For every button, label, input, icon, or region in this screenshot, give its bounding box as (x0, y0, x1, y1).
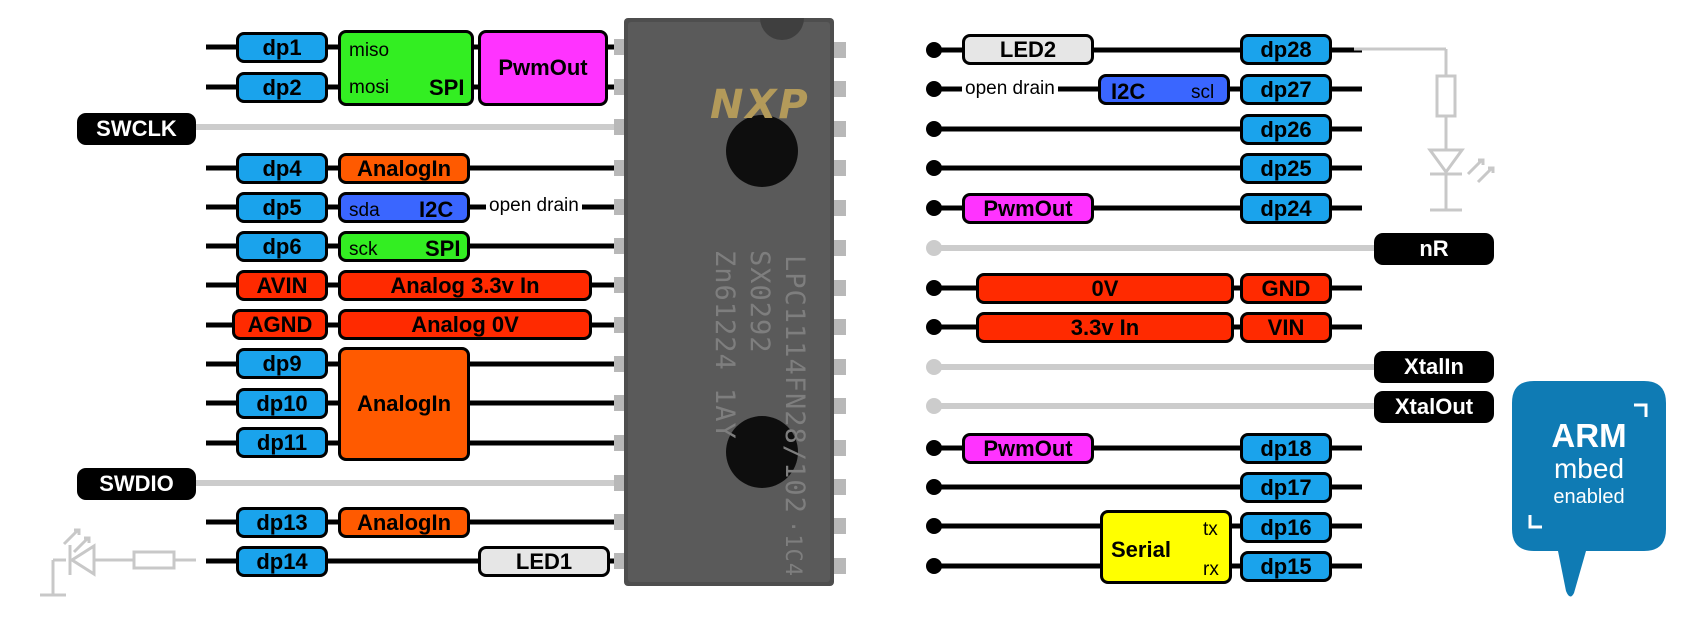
chip-brand: NXP (710, 82, 810, 128)
pin-dp4: dp4 (236, 153, 328, 184)
i2c-name-left: I2C (419, 197, 454, 222)
analog-in-dp4: AnalogIn (338, 153, 470, 184)
pin-agnd: AGND (232, 309, 328, 340)
analog-3v3-in: Analog 3.3v In (338, 270, 592, 301)
serial-rx-label: rx (1203, 559, 1219, 580)
open-drain-note-right: open drain (962, 79, 1058, 98)
i2c-group-right: I2C scl (1098, 74, 1230, 105)
pin-dp2: dp2 (236, 72, 328, 103)
spi-mosi-label: mosi (349, 77, 390, 98)
led2-label: LED2 (962, 34, 1094, 65)
terminal-dot-right-dp17 (926, 479, 942, 495)
terminal-dot-right-dp16 (926, 518, 942, 534)
terminal-dot-right-dp26 (926, 121, 942, 137)
pwm-out-top: PwmOut (478, 30, 608, 106)
pin-dp6: dp6 (236, 231, 328, 262)
pin-xtalout: XtalOut (1374, 391, 1494, 423)
i2c-sda-label: sda (349, 200, 380, 221)
spi-group-left: sck SPI (338, 231, 470, 262)
serial-name: Serial (1111, 537, 1171, 562)
resistor-icon (132, 550, 176, 570)
three-v3-in: 3.3v In (976, 312, 1234, 343)
terminal-dot-right-dp15 (926, 558, 942, 574)
terminal-dot-right-gnd (926, 280, 942, 296)
pin-dp28: dp28 (1240, 34, 1332, 65)
spi-miso-label: miso (349, 40, 390, 61)
led1-schematic-icon (40, 528, 196, 597)
pin-swclk: SWCLK (77, 113, 196, 145)
pin-dp18: dp18 (1240, 433, 1332, 464)
spi-group-top: miso mosi SPI (338, 30, 474, 106)
pin-vin: VIN (1240, 312, 1332, 343)
spi-sck-label: sck (349, 239, 378, 260)
spi-name-top: SPI (429, 75, 465, 100)
pin-dp25: dp25 (1240, 153, 1332, 184)
pin-avin: AVIN (236, 270, 328, 301)
terminal-dot-right-xtalin (926, 359, 942, 375)
pin-dp10: dp10 (236, 388, 328, 419)
pin-dp26: dp26 (1240, 114, 1332, 145)
pin-swdio: SWDIO (77, 468, 196, 500)
pin-dp9: dp9 (236, 348, 328, 379)
chip-dimple-top (726, 115, 798, 187)
pin-dp16: dp16 (1240, 512, 1332, 543)
terminal-dot-right-dp28 (926, 42, 942, 58)
terminal-dot-right-dp25 (926, 160, 942, 176)
arm-badge-line1: ARM (1551, 417, 1627, 454)
pin-dp24: dp24 (1240, 193, 1332, 224)
ic-chip-icon (624, 18, 834, 586)
open-drain-note-left: open drain (486, 196, 582, 215)
led2-schematic-icon (1354, 47, 1495, 212)
pin-gnd: GND (1240, 273, 1332, 304)
led1-label: LED1 (478, 546, 610, 577)
pwm-out-dp24: PwmOut (962, 193, 1094, 224)
i2c-group-left: sda I2C (338, 192, 470, 223)
pin-dp27: dp27 (1240, 74, 1332, 105)
pin-dp11: dp11 (236, 427, 328, 458)
light-rays-icon (1466, 158, 1485, 176)
pin-xtalin: XtalIn (1374, 351, 1494, 383)
arm-badge-line3: enabled (1553, 486, 1625, 508)
pin-dp13: dp13 (236, 507, 328, 538)
zero-v: 0V (976, 273, 1234, 304)
terminal-dot-right-dp27 (926, 81, 942, 97)
serial-tx-label: tx (1203, 519, 1218, 540)
terminal-dot-right-dp18 (926, 440, 942, 456)
pin-dp14: dp14 (236, 546, 328, 577)
pin-dp15: dp15 (1240, 551, 1332, 582)
analog-in-dp13: AnalogIn (338, 507, 470, 538)
spi-name-left: SPI (425, 236, 461, 261)
pin-dp5: dp5 (236, 192, 328, 223)
pin-nr: nR (1374, 233, 1494, 265)
serial-group: Serial tx rx (1100, 510, 1232, 584)
i2c-name-right: I2C (1111, 79, 1146, 104)
pwm-out-dp18: PwmOut (962, 433, 1094, 464)
terminal-dot-right-dp24 (926, 200, 942, 216)
analog-0v: Analog 0V (338, 309, 592, 340)
analog-in-block: AnalogIn (338, 347, 470, 461)
chip-dimple-bottom (726, 416, 798, 488)
terminal-dot-right-vin (926, 319, 942, 335)
i2c-scl-label: scl (1191, 82, 1215, 103)
pin-dp1: dp1 (236, 32, 328, 63)
pin-dp17: dp17 (1240, 472, 1332, 503)
terminal-dot-right-nr (926, 240, 942, 256)
arm-mbed-logo: ARM mbed enabled (1512, 381, 1666, 601)
terminal-dot-right-xtalout (926, 398, 942, 414)
arm-badge-line2: mbed (1553, 453, 1625, 484)
